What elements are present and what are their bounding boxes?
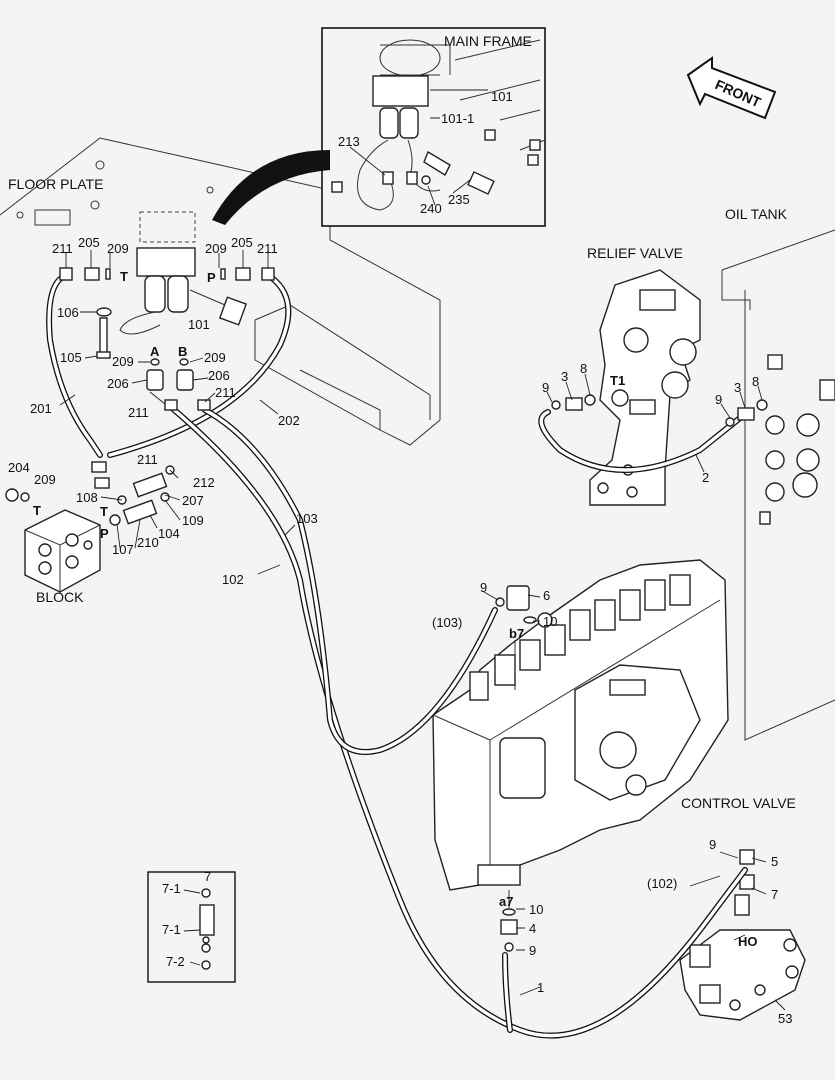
callout-206-b: 206: [208, 368, 230, 383]
solenoid-valve-assembly: [119, 211, 248, 335]
callout-206-a: 206: [107, 376, 129, 391]
callout-1: 1: [537, 980, 544, 995]
callout-103-paren: (103): [432, 615, 462, 630]
callout-240: 240: [420, 201, 442, 216]
callout-8-rv2: 8: [752, 374, 759, 389]
callout-205-right: 205: [231, 235, 253, 250]
callout-101: 101: [188, 317, 210, 332]
relief-valve: [589, 269, 701, 506]
callout-9-a7: 9: [529, 943, 536, 958]
callout-7-2: 7-2: [166, 954, 185, 969]
callout-3-rv1: 3: [561, 369, 568, 384]
front-arrow: [686, 56, 777, 120]
callout-108: 108: [76, 490, 98, 505]
callout-7-1-a: 7-1: [162, 881, 181, 896]
callout-6: 6: [543, 588, 550, 603]
hoses: [46, 272, 748, 1039]
label-block: BLOCK: [36, 589, 84, 605]
callout-105: 105: [60, 350, 82, 365]
callout-205-left: 205: [78, 235, 100, 250]
callout-8-rv1: 8: [580, 361, 587, 376]
callout-102: 102: [222, 572, 244, 587]
callout-209-b: 209: [204, 350, 226, 365]
callout-104: 104: [158, 526, 180, 541]
callout-10-a7: 10: [529, 902, 543, 917]
callout-211-b: 211: [215, 385, 236, 400]
callout-4: 4: [529, 921, 536, 936]
oil-tank-outline: [721, 229, 835, 741]
leader-lines: [59, 146, 786, 1011]
label-main-frame: MAIN FRAME: [444, 33, 532, 49]
callout-201: 201: [30, 401, 52, 416]
port-ho: HO: [738, 934, 758, 949]
callout-9-rv2: 9: [715, 392, 722, 407]
callout-211-a: 211: [128, 405, 149, 420]
callout-213: 213: [338, 134, 360, 149]
port-t-left: T: [120, 269, 128, 284]
callout-7-1-b: 7-1: [162, 922, 181, 937]
callout-labels: 101 101-1 213 240 235 211 205 209 209 20…: [8, 89, 792, 1026]
label-control-valve: CONTROL VALVE: [681, 795, 796, 811]
callout-204: 204: [8, 460, 30, 475]
port-a: A: [150, 344, 160, 359]
callout-107: 107: [112, 542, 134, 557]
port-t-block2: T: [100, 504, 108, 519]
inset-link-curve: [212, 150, 330, 225]
callout-102-paren: (102): [647, 876, 677, 891]
callout-101-1: 101-1: [441, 111, 474, 126]
label-relief-valve: RELIEF VALVE: [587, 245, 683, 261]
callout-212: 212: [193, 475, 215, 490]
callout-211-left: 211: [52, 241, 73, 256]
callout-9-ho: 9: [709, 837, 716, 852]
callout-209-right: 209: [205, 241, 227, 256]
callout-101-top: 101: [491, 89, 513, 104]
callout-10-cv: 10: [543, 614, 557, 629]
callout-106: 106: [57, 305, 79, 320]
callout-209-left: 209: [107, 241, 129, 256]
callout-202: 202: [278, 413, 300, 428]
control-valve: [432, 559, 729, 891]
callout-211-mid: 211: [137, 452, 158, 467]
port-labels: T P A B T T P T1 b7 a7 HO: [33, 269, 758, 949]
callout-9-cv: 9: [480, 580, 487, 595]
callout-5: 5: [771, 854, 778, 869]
callout-2: 2: [702, 470, 709, 485]
callout-109: 109: [182, 513, 204, 528]
callout-207: 207: [182, 493, 204, 508]
callout-211-right: 211: [257, 241, 278, 256]
port-block-53: [679, 849, 806, 1021]
port-b7: b7: [509, 626, 524, 641]
floor-plate-outline: [0, 137, 441, 446]
port-t1: T1: [610, 373, 625, 388]
port-a7: a7: [499, 894, 513, 909]
port-p-block: P: [100, 526, 109, 541]
callout-9-rv1: 9: [542, 380, 549, 395]
port-p-left: P: [207, 270, 216, 285]
callout-53: 53: [778, 1011, 792, 1026]
label-floor-plate: FLOOR PLATE: [8, 176, 103, 192]
callout-210: 210: [137, 535, 159, 550]
callout-7-ho: 7: [771, 887, 778, 902]
detail-box-7: [147, 871, 236, 983]
callout-103: 103: [296, 511, 318, 526]
main-frame-inset: [321, 27, 546, 227]
port-t-block1: T: [33, 503, 41, 518]
label-oil-tank: OIL TANK: [725, 206, 788, 222]
callout-209-block: 209: [34, 472, 56, 487]
callout-3-rv2: 3: [734, 380, 741, 395]
callout-235: 235: [448, 192, 470, 207]
callout-7-box: 7: [204, 869, 211, 884]
block-part: [5, 488, 101, 593]
callout-209-a: 209: [112, 354, 134, 369]
port-b: B: [178, 344, 187, 359]
fittings: [59, 267, 768, 952]
